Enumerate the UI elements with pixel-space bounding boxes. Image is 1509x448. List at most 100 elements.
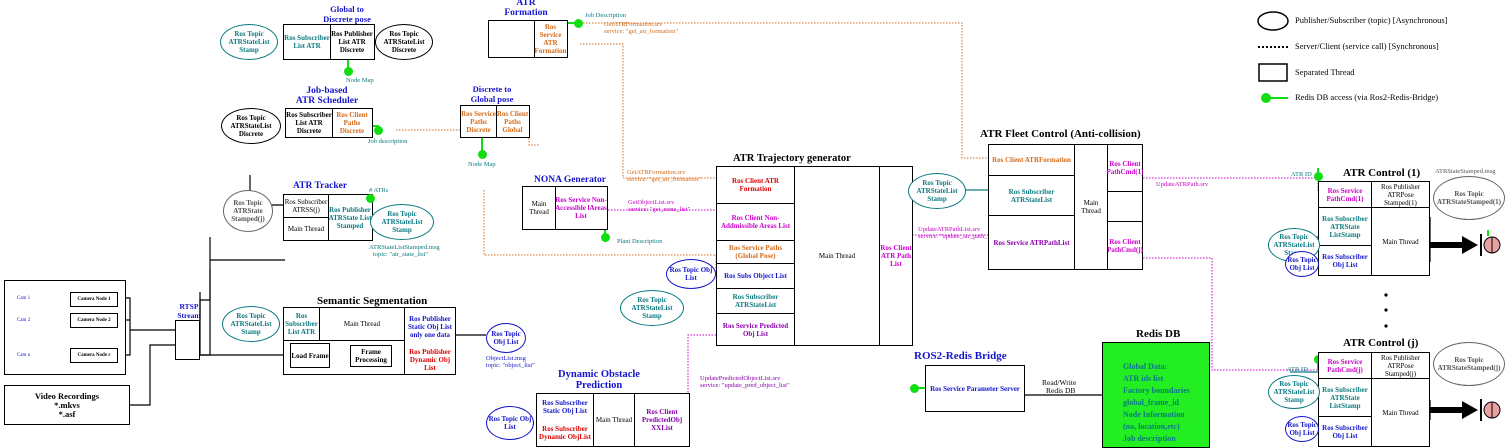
semantic-frame: Frame Processing: [350, 345, 392, 367]
nona-service: Ros Service Non-Accessible lAreas List: [555, 196, 607, 220]
dop-topic: Ros Topic Obj List: [486, 406, 534, 440]
redis-line: Node Information: [1123, 410, 1185, 419]
control-j-publisher: Ros Publisher ATRPose Stamped(j): [1380, 353, 1421, 378]
fleet-client-1: Ros Client PathCmd(1): [1106, 160, 1144, 176]
fleet-service-path: Ros Service ATRPathList: [993, 238, 1070, 247]
semantic-title: Semantic Segmentation: [317, 295, 428, 307]
tracker-publisher: Ros Publisher ATRState List Stamped: [328, 205, 372, 230]
fleet-title: ATR Fleet Control (Anti-collision): [980, 128, 1141, 140]
legend-ellipse: [1257, 11, 1289, 31]
dop-sub-dyn: Ros Subscriber Dynamic ObjList: [539, 425, 591, 441]
formation-srv-1: GetATRFormation.srv: [604, 21, 663, 28]
control-j-topic-state: Ros Topic ATRStateList Stamp: [1268, 375, 1320, 409]
control-1-topic-obj: Ros Topic Obj List: [1285, 251, 1319, 277]
traj-main-thread: Main Thread: [818, 252, 856, 260]
gtd-node-map: Node Map: [346, 77, 374, 84]
legend-service: Server/Client (service call) [Synchronou…: [1295, 41, 1439, 51]
dtg-redis-dot: [478, 150, 487, 159]
control-1-main: Main Thread: [1382, 237, 1419, 246]
nona-srv-1: GetObjectList.srv: [628, 199, 675, 206]
dtg-client: Ros Client Paths Global: [496, 109, 529, 134]
scheduler-node: Ros Subscriber List ATR Discrete Ros Cli…: [285, 108, 373, 138]
nona-main-thread: Main Thread: [529, 200, 549, 216]
control-j-sub-obj: Ros Subscriber Obj List: [1322, 423, 1368, 440]
semantic-publisher-dyn: Ros Publisher Dynamic Obj List: [409, 348, 451, 372]
tracker-title: ATR Tracker: [293, 181, 348, 191]
traj-formation-srv-1: GetATRFormation.srv: [627, 169, 686, 176]
gtd-publisher: Ros Publisher List ATR Discrete: [331, 30, 373, 54]
formation-srv-2: service: "get_atr_formation": [604, 28, 679, 35]
control-j-topic-obj: Ros Topic Obj List: [1285, 416, 1319, 442]
nona-redis-dot: [601, 233, 610, 242]
traj-update-srv-1: UpdateATRPathList.srv: [918, 226, 981, 233]
control-1-msg: ATRStateStamped.msg: [1435, 168, 1496, 175]
control-1-title: ATR Control (1): [1343, 167, 1421, 179]
tracker-msg-1: ATRStateListStamped.msg: [369, 244, 440, 251]
cam-1: Cam 1: [17, 296, 31, 301]
camera-node-r: Camera Node r: [70, 348, 118, 363]
gtd-topic-out: Ros Topic ATRStateList Discrete: [375, 24, 433, 60]
traj-sub-state: Ros Subscriber ATRStateList: [732, 293, 779, 309]
control-1-redis-dot: [1314, 172, 1323, 181]
gtd-node: Ros Subscriber List ATR Ros Publisher Li…: [283, 24, 375, 60]
legend-rect: [1258, 63, 1288, 82]
control-j-title: ATR Control (j): [1343, 337, 1419, 349]
legend-green-dot: [1261, 93, 1271, 103]
scheduler-job-description: Job description: [368, 138, 408, 145]
tracker-atrs: # ATRs: [369, 187, 389, 194]
legend-thread: Separated Thread: [1295, 67, 1355, 77]
cam-2: Cam 2: [17, 318, 31, 323]
semantic-msg-2: topic: "object_list": [486, 362, 535, 369]
dop-node: Ros Subscriber Static Obj List Ros Subsc…: [536, 393, 690, 447]
fleet-update-srv: UpdateATRPath.srv: [1156, 181, 1209, 188]
fleet-client-j: Ros Client PathCmd(j): [1107, 237, 1143, 254]
semantic-msg-1: ObjectList.msg: [486, 355, 526, 362]
control-j-service: Ros Service PathCmd(j): [1327, 357, 1363, 374]
legend-redis: Redis DB access (via Ros2-Redis-Bridge): [1295, 92, 1439, 102]
redis-line: (no, location,etc): [1123, 422, 1180, 431]
tracker-node: Ros Subscriber ATRSS(j) Main Thread Ros …: [283, 194, 373, 241]
control-1-topic-out: Ros Topic ATRStateStamped(1): [1433, 176, 1505, 220]
semantic-topic-in: Ros Topic ATRStateList Stamp: [222, 306, 280, 342]
video-ext-1: *.mkvs: [54, 399, 80, 410]
tracker-msg-2: topic: "atr_state_list": [373, 251, 428, 258]
video-title: Video Recordings: [34, 390, 100, 401]
redis-db-box: Global Data: ATR ids list Factory bounda…: [1102, 342, 1210, 448]
video-recordings-label: Video Recordings *.mkvs *.asf: [5, 386, 129, 424]
scheduler-subscriber: Ros Subscriber List ATR Discrete: [286, 111, 332, 135]
control-j-node: Ros Service PathCmd(j) Ros Subscriber AT…: [1318, 352, 1430, 447]
fleet-client-formation: Ros Client ATRFormation: [992, 156, 1071, 164]
dtg-node: Ros Service Paths Discrete Ros Client Pa…: [460, 105, 530, 138]
fleet-topic: Ros Topic ATRStateList Stamp: [908, 173, 966, 209]
redis-title: Redis DB: [1136, 328, 1181, 340]
traj-service-paths: Ros Service Paths (Global Pose): [728, 244, 783, 260]
semantic-main-thread: Main Thread: [343, 320, 381, 328]
cam-n: Cam n: [17, 353, 31, 358]
dop-client: Ros Client PredictedObj XXList: [641, 408, 683, 432]
semantic-subscriber: Ros Subscriber List ATR: [285, 312, 318, 336]
control-1-publisher: Ros Publisher ATRPose Stamped(1): [1380, 182, 1421, 207]
video-recordings: Video Recordings *.mkvs *.asf: [4, 385, 130, 425]
dop-srv-2: service: "update_pred_object_list": [700, 382, 790, 389]
redis-line: global_frame_id: [1123, 398, 1179, 407]
scheduler-topic: Ros Topic ATRStateList Discrete: [221, 108, 281, 144]
fleet-sub-state: Ros Subscriber ATRStateList: [1008, 187, 1055, 204]
control-1-sub-state: Ros Subscriber ATRState ListStamp: [1322, 214, 1368, 239]
redis-line: Job description: [1123, 434, 1176, 443]
redis-line: ATR ids list: [1123, 374, 1164, 383]
traj-client-nona: Ros Client Non-Addmissible Areas List: [720, 214, 791, 230]
arrowhead-j: [1462, 401, 1478, 419]
formation-redis-dot: [574, 19, 583, 28]
traj-topic-obj: Ros Topic Obj List: [666, 259, 716, 289]
semantic-load: Load Frame: [290, 343, 330, 368]
semantic-publisher: Ros Publisher Static Obj List only one d…: [408, 315, 452, 339]
gtd-redis-dot: [344, 67, 353, 76]
control-j-topic-out: Ros Topic ATRStateStamped(j): [1433, 342, 1505, 386]
control-j-main: Main Thread: [1382, 408, 1419, 417]
rtsp-switch: [175, 320, 200, 360]
formation-job-description: Job Description: [585, 12, 626, 19]
